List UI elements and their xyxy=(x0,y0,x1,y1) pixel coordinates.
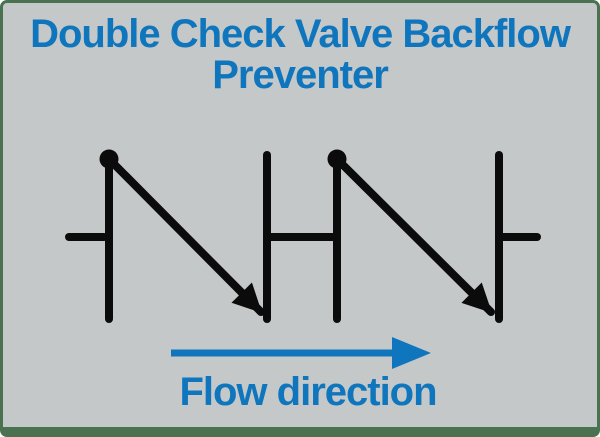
flow-arrow-head xyxy=(392,337,431,369)
flow-direction-label: Flow direction xyxy=(179,370,437,414)
valve2-clapper-arrow xyxy=(335,157,495,316)
flow-direction-arrow-icon xyxy=(171,337,431,369)
valve1-hinge-pin-dot xyxy=(99,149,119,169)
valve1-clapper-arrow xyxy=(107,157,265,316)
double-check-valve-symbol xyxy=(65,149,541,369)
valve2-hinge-pin-dot xyxy=(327,149,347,169)
diagram-title-line1: Double Check Valve Backflow xyxy=(30,12,571,56)
diagram-title: Double Check Valve Backflow Preventer xyxy=(3,14,597,96)
diagram-title-line2: Preventer xyxy=(212,53,389,97)
